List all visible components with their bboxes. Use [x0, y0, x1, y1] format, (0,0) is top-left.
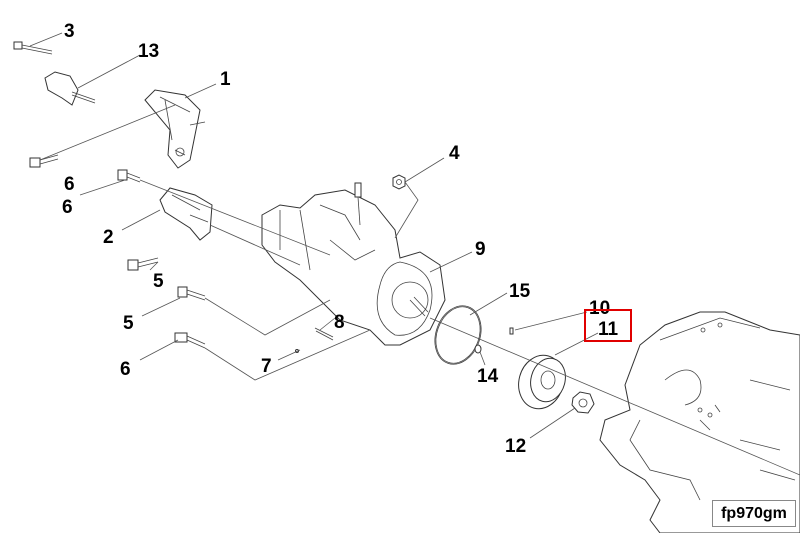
- timing-gear-housing: [599, 311, 800, 533]
- callout-5: 5: [123, 313, 134, 334]
- callout-8: 8: [334, 312, 345, 333]
- part-pin-8: [314, 327, 334, 341]
- part-bracket-2: [159, 187, 213, 241]
- part-o-ring-15: [434, 305, 482, 365]
- callout-1: 1: [220, 69, 231, 90]
- part-bracket-13: [44, 71, 96, 106]
- callout-6: 6: [62, 197, 73, 218]
- part-bolt-6b: [117, 169, 141, 183]
- callout-9: 9: [475, 239, 486, 260]
- callout-10: 10: [589, 298, 610, 319]
- part-key-10: [509, 327, 514, 335]
- callout-5: 5: [153, 271, 164, 292]
- callout-6: 6: [120, 359, 131, 380]
- part-bolt-3: [13, 41, 53, 55]
- callout-6: 6: [64, 174, 75, 195]
- callout-11: 11: [598, 319, 619, 340]
- callout-4: 4: [449, 143, 460, 164]
- callout-2: 2: [103, 227, 114, 248]
- part-stud-6c: [174, 332, 206, 349]
- callout-15: 15: [509, 281, 531, 302]
- callout-12: 12: [505, 436, 526, 457]
- leader-lines: [29, 32, 800, 476]
- callout-13: 13: [138, 41, 159, 62]
- callout-3: 3: [64, 21, 75, 42]
- part-seal-14: [474, 344, 482, 354]
- part-nut-4: [392, 174, 406, 190]
- part-nut-12: [571, 391, 595, 414]
- part-bracket-1: [144, 89, 206, 169]
- part-fuel-pump-9: [261, 182, 446, 346]
- highlight-box-callout-11: [584, 309, 632, 342]
- part-bolt-5b: [177, 286, 206, 301]
- callout-7: 7: [261, 356, 272, 377]
- callout-14: 14: [477, 366, 499, 387]
- figure-code: fp970gm: [712, 500, 796, 527]
- part-bolt-5a: [127, 257, 159, 271]
- part-bolt-6a: [29, 154, 59, 168]
- part-gear-11: [518, 354, 566, 410]
